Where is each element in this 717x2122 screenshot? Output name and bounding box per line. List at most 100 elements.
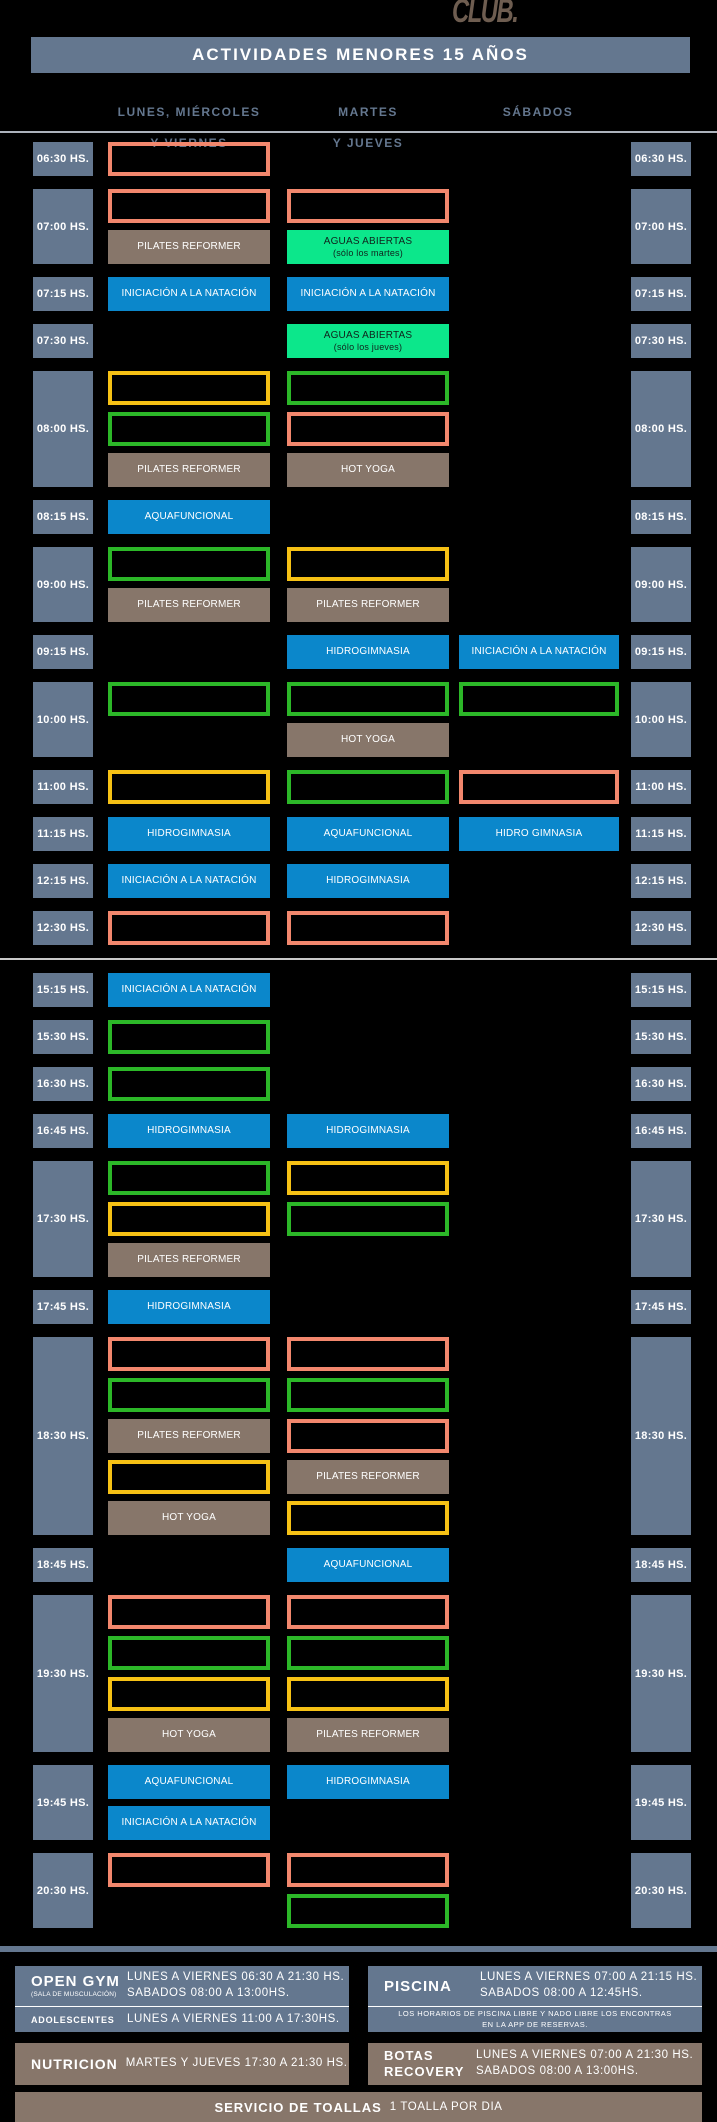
empty-slot-salmon-outline [108, 1337, 270, 1371]
open-gym-label: OPEN GYM [31, 1973, 120, 1990]
empty-slot-green-outline [108, 412, 270, 446]
day-column-1: INICIACIÓN A LA NATACIÓN [108, 277, 270, 311]
day-column-2 [287, 1290, 449, 1324]
day-column-2: HIDROGIMNASIA [287, 864, 449, 898]
day-column-3 [459, 277, 619, 311]
day-column-3 [459, 1595, 619, 1752]
day-column-1: INICIACIÓN A LA NATACIÓN [108, 973, 270, 1007]
column-header-line: SÁBADOS [502, 104, 574, 119]
day-column-2: AQUAFUNCIONAL [287, 1548, 449, 1582]
column-header-sabados: SÁBADOS [458, 89, 618, 136]
activity-aguas-abiertas: AGUAS ABIERTAS(sólo los martes) [287, 230, 449, 264]
schedule-row: 06:30 HS.06:30 HS. [0, 142, 717, 176]
empty-slot-salmon-outline [287, 189, 449, 223]
activity-label: AQUAFUNCIONAL [144, 511, 234, 523]
time-label-left: 20:30 HS. [33, 1853, 93, 1928]
activity-label: PILATES REFORMER [316, 599, 420, 611]
empty-slot-yellow-outline [108, 770, 270, 804]
activity-label: HIDROGIMNASIA [326, 1125, 410, 1137]
activity-label: PILATES REFORMER [316, 1729, 420, 1741]
activity-pilates-reformer: PILATES REFORMER [287, 1460, 449, 1494]
day-column-3 [459, 770, 619, 804]
activity-pilates-reformer: PILATES REFORMER [108, 453, 270, 487]
time-label-left: 12:15 HS. [33, 864, 93, 898]
empty-slot-salmon-outline [108, 1595, 270, 1629]
empty-slot-green-outline [287, 682, 449, 716]
empty-slot-green-outline [108, 547, 270, 581]
day-column-3 [459, 911, 619, 945]
empty-slot-green-outline [108, 1067, 270, 1101]
empty-slot-green-outline [459, 682, 619, 716]
activity-iniciaci-n-a-la-nataci-n: INICIACIÓN A LA NATACIÓN [108, 864, 270, 898]
empty-slot-yellow-outline [287, 1677, 449, 1711]
empty-slot-green-outline [108, 1161, 270, 1195]
page-title: ACTIVIDADES MENORES 15 AÑOS [31, 37, 690, 73]
time-label-right: 12:15 HS. [631, 864, 691, 898]
activity-pilates-reformer: PILATES REFORMER [108, 588, 270, 622]
schedule-row: 15:30 HS.15:30 HS. [0, 1020, 717, 1054]
day-column-1: INICIACIÓN A LA NATACIÓN [108, 864, 270, 898]
activity-label: HIDROGIMNASIA [326, 646, 410, 658]
activity-label: INICIACIÓN A LA NATACIÓN [471, 646, 607, 658]
day-column-1: HIDROGIMNASIA [108, 1290, 270, 1324]
piscina-note-line2: EN LA APP DE RESERVAS. [482, 2019, 588, 2029]
day-column-1 [108, 1548, 270, 1582]
activity-sublabel: (sólo los martes) [333, 248, 403, 259]
day-column-3 [459, 1290, 619, 1324]
empty-slot-salmon-outline [459, 770, 619, 804]
day-column-3 [459, 500, 619, 534]
day-column-1: HIDROGIMNASIA [108, 1114, 270, 1148]
activity-iniciaci-n-a-la-nataci-n: INICIACIÓN A LA NATACIÓN [108, 973, 270, 1007]
activity-hidrogimnasia: HIDROGIMNASIA [287, 1765, 449, 1799]
day-column-1 [108, 682, 270, 757]
time-label-left: 07:15 HS. [33, 277, 93, 311]
activity-hot-yoga: HOT YOGA [287, 723, 449, 757]
activity-label: PILATES REFORMER [316, 1471, 420, 1483]
day-column-3 [459, 1548, 619, 1582]
time-label-right: 11:00 HS. [631, 770, 691, 804]
time-label-right: 06:30 HS. [631, 142, 691, 176]
day-column-3 [459, 1067, 619, 1101]
day-column-1 [108, 324, 270, 358]
activity-hidrogimnasia: HIDROGIMNASIA [108, 1114, 270, 1148]
botas-hours-weekdays: LUNES A VIERNES 07:00 A 21:30 HS. [476, 2049, 694, 2062]
activity-hidro-gimnasia: HIDRO GIMNASIA [459, 817, 619, 851]
column-header-line: MARTES [338, 104, 398, 119]
time-label-left: 16:45 HS. [33, 1114, 93, 1148]
day-column-3 [459, 1337, 619, 1535]
time-label-left: 17:30 HS. [33, 1161, 93, 1277]
time-label-left: 08:15 HS. [33, 500, 93, 534]
time-label-left: 09:00 HS. [33, 547, 93, 622]
day-column-3 [459, 1114, 619, 1148]
schedule-row: 07:15 HS. INICIACIÓN A LA NATACIÓN INICIAC… [0, 277, 717, 311]
empty-slot-green-outline [108, 682, 270, 716]
time-label-right: 09:00 HS. [631, 547, 691, 622]
activity-label: AGUAS ABIERTAS [323, 329, 413, 341]
day-column-3: HIDRO GIMNASIA [459, 817, 619, 851]
activity-label: PILATES REFORMER [137, 599, 241, 611]
day-column-2: PILATES REFORMER [287, 547, 449, 622]
piscina-hours-weekdays: LUNES A VIERNES 07:00 A 21:15 HS. [480, 1971, 698, 1984]
time-label-left: 07:30 HS. [33, 324, 93, 358]
day-column-2: INICIACIÓN A LA NATACIÓN [287, 277, 449, 311]
day-column-2 [287, 911, 449, 945]
time-label-right: 07:30 HS. [631, 324, 691, 358]
day-column-2 [287, 1067, 449, 1101]
day-column-2: HOT YOGA [287, 682, 449, 757]
activity-pilates-reformer: PILATES REFORMER [108, 230, 270, 264]
day-column-3 [459, 547, 619, 622]
open-gym-sublabel: (SALA DE MUSCULACIÓN) [31, 1991, 117, 1998]
activity-hidrogimnasia: HIDROGIMNASIA [287, 1114, 449, 1148]
day-column-1 [108, 1853, 270, 1928]
empty-slot-yellow-outline [108, 371, 270, 405]
botas-recovery-box: BOTAS RECOVERY LUNES A VIERNES 07:00 A 2… [368, 2043, 702, 2085]
activity-label: HOT YOGA [161, 1729, 217, 1741]
piscina-hours-saturday: SABADOS 08:00 A 12:45HS. [480, 1987, 643, 1999]
time-label-right: 20:30 HS. [631, 1853, 691, 1928]
day-column-3 [459, 324, 619, 358]
empty-slot-yellow-outline [287, 547, 449, 581]
